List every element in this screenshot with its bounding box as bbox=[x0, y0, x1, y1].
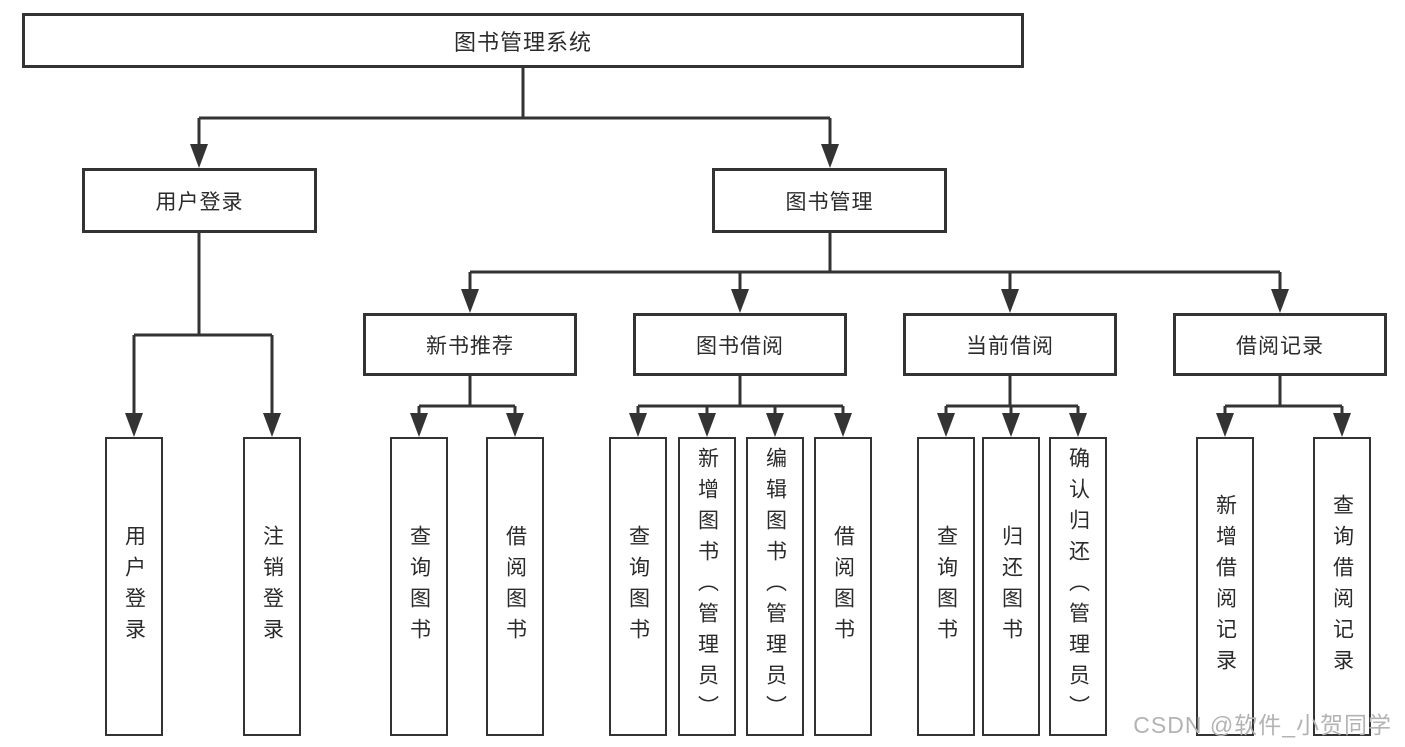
leaf-add-borrow-record: 新增借阅记录 bbox=[1196, 437, 1254, 736]
arrowhead bbox=[125, 413, 143, 437]
leaf-borrow-books: 借阅图书 bbox=[814, 437, 872, 736]
edge-userlogin-to-leaves bbox=[132, 233, 274, 417]
arrowheads bbox=[125, 144, 1351, 437]
arrowhead bbox=[1271, 289, 1289, 313]
node-label: 借阅记录 bbox=[1236, 334, 1324, 358]
arrowhead bbox=[410, 413, 428, 437]
leaf-borrow-books-recommend: 借阅图书 bbox=[486, 437, 544, 736]
arrowhead bbox=[506, 413, 524, 437]
arrowhead bbox=[821, 144, 839, 168]
node-label: 新书推荐 bbox=[426, 334, 514, 358]
node-label: 借阅图书 bbox=[503, 524, 527, 649]
node-label: 查询图书 bbox=[626, 524, 650, 649]
arrowhead bbox=[263, 413, 281, 437]
edge-borrow-to-leaves bbox=[636, 376, 845, 419]
node-label: 借阅图书 bbox=[831, 524, 855, 649]
leaf-return-books: 归还图书 bbox=[982, 437, 1040, 736]
leaf-confirm-return-admin: 确认归还（管理员） bbox=[1049, 437, 1107, 736]
node-user-login: 用户登录 bbox=[82, 168, 317, 233]
arrowhead bbox=[1001, 289, 1019, 313]
node-label: 查询图书 bbox=[407, 524, 431, 649]
leaf-query-books-borrow: 查询图书 bbox=[609, 437, 667, 736]
arrowhead bbox=[461, 289, 479, 313]
node-current-borrow: 当前借阅 bbox=[903, 313, 1117, 376]
node-label: 归还图书 bbox=[999, 524, 1023, 649]
arrowhead bbox=[937, 413, 955, 437]
edge-current-to-leaves bbox=[944, 376, 1080, 419]
edge-root-to-level1 bbox=[197, 68, 832, 148]
node-borrow-records: 借阅记录 bbox=[1173, 313, 1387, 376]
arrowhead bbox=[834, 413, 852, 437]
arrowhead bbox=[731, 289, 749, 313]
csdn-watermark: CSDN @软件_小贺同学 bbox=[1133, 712, 1392, 738]
node-new-book-recommend: 新书推荐 bbox=[363, 313, 577, 376]
leaf-user-login: 用户登录 bbox=[105, 437, 163, 736]
node-label: 新增借阅记录 bbox=[1213, 493, 1237, 680]
arrowhead bbox=[1216, 413, 1234, 437]
arrowhead bbox=[1333, 413, 1351, 437]
arrowhead bbox=[1069, 413, 1087, 437]
node-label: 用户登录 bbox=[155, 190, 244, 214]
node-label: 图书管理系统 bbox=[453, 29, 592, 55]
node-label: 确认归还（管理员） bbox=[1066, 447, 1090, 726]
node-library-management-system: 图书管理系统 bbox=[22, 13, 1024, 68]
node-label: 查询借阅记录 bbox=[1330, 493, 1354, 680]
node-label: 当前借阅 bbox=[966, 334, 1054, 358]
node-label: 编辑图书（管理员） bbox=[763, 447, 787, 726]
arrowhead bbox=[1002, 413, 1020, 437]
leaf-query-borrow-record: 查询借阅记录 bbox=[1313, 437, 1371, 736]
arrowhead bbox=[698, 413, 716, 437]
edge-records-to-leaves bbox=[1223, 376, 1344, 419]
edge-newbook-to-leaves bbox=[417, 376, 517, 419]
leaf-query-books-current: 查询图书 bbox=[917, 437, 975, 736]
leaf-edit-books-admin: 编辑图书（管理员） bbox=[746, 437, 804, 736]
leaf-query-books-recommend: 查询图书 bbox=[390, 437, 448, 736]
arrowhead bbox=[629, 413, 647, 437]
node-book-borrow: 图书借阅 bbox=[633, 313, 847, 376]
edge-bookmgmt-to-level2 bbox=[468, 233, 1282, 293]
node-label: 新增图书（管理员） bbox=[695, 447, 719, 726]
leaf-logout: 注销登录 bbox=[243, 437, 301, 736]
node-book-management: 图书管理 bbox=[712, 168, 947, 233]
node-label: 图书管理 bbox=[785, 190, 874, 214]
node-label: 查询图书 bbox=[934, 524, 958, 649]
node-label: 用户登录 bbox=[122, 524, 146, 649]
arrowhead bbox=[766, 413, 784, 437]
arrowhead bbox=[190, 144, 208, 168]
node-label: 图书借阅 bbox=[696, 334, 784, 358]
leaf-add-books-admin: 新增图书（管理员） bbox=[678, 437, 736, 736]
node-label: 注销登录 bbox=[260, 524, 284, 649]
